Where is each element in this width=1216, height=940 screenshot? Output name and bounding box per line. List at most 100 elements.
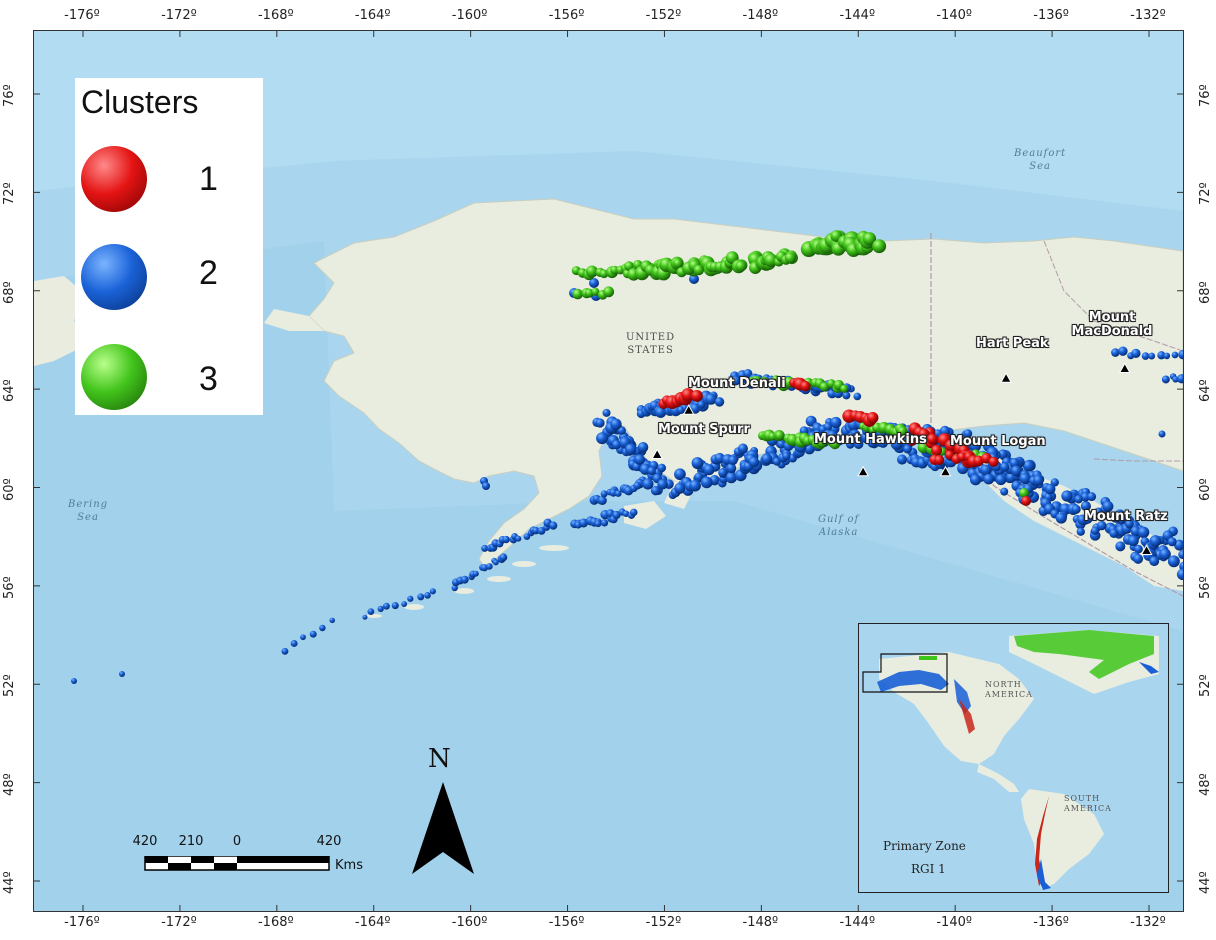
glacier-dot: [572, 288, 583, 300]
us-canada-border: [930, 233, 1183, 597]
glacier-dot: [673, 258, 683, 269]
glacier-dot: [629, 508, 638, 517]
glacier-dot: [842, 391, 851, 400]
legend-label-2: 2: [199, 254, 218, 292]
glacier-dot: [1149, 535, 1162, 547]
glacier-dot: [589, 278, 599, 288]
glacier-dot: [624, 443, 637, 456]
glacier-dot: [1176, 568, 1183, 581]
glacier-dot: [1010, 465, 1022, 477]
aleutian-islands: [366, 545, 569, 618]
glacier-dot: [1179, 561, 1183, 571]
glacier-dot: [862, 232, 877, 246]
glacier-dot: [481, 544, 489, 552]
lat-tick-left: 64º: [2, 379, 17, 403]
peak-marker: [939, 465, 952, 477]
glacier-dot: [1157, 351, 1166, 360]
glacier-dot: [906, 435, 918, 446]
glacier-dot: [735, 260, 747, 272]
glacier-dot: [853, 392, 862, 401]
lon-tick-top: -168º: [257, 8, 294, 23]
glacier-dot: [718, 468, 728, 478]
glacier-dot: [823, 422, 833, 431]
glacier-dot: [1097, 520, 1107, 531]
glacier-dot: [1171, 351, 1179, 359]
glacier-dot: [1178, 349, 1183, 360]
glacier-dot: [872, 239, 887, 254]
glacier-dot: [1148, 352, 1156, 360]
lat-tick-left: 60º: [2, 477, 17, 501]
glacier-dot: [944, 439, 957, 452]
glacier-dot: [1076, 527, 1085, 536]
glacier-dot: [1080, 500, 1091, 512]
glacier-dot: [492, 559, 499, 566]
lon-tick-bottom: -164º: [354, 915, 391, 930]
lon-tick-bottom: -160º: [451, 915, 488, 930]
glacier-dot: [988, 456, 999, 467]
glacier-dot: [1093, 507, 1103, 517]
glacier-dot: [1167, 537, 1177, 547]
glacier-dot: [674, 482, 686, 494]
peak-label-hawkins: Mount Hawkins: [814, 432, 927, 447]
seward-peninsula: [264, 309, 324, 331]
bering-sea-label: Bering Sea: [68, 499, 109, 523]
glacier-dot: [728, 455, 738, 465]
peak-label-hart: Hart Peak: [976, 336, 1049, 351]
glacier-dot: [594, 520, 602, 528]
glacier-dot: [799, 426, 809, 436]
lon-tick-bottom: -144º: [839, 915, 876, 930]
glacier-dot: [918, 428, 930, 441]
peak-marker: [1118, 362, 1131, 373]
inset-map[interactable]: NORTH AMERICA SOUTH AMERICA Primary Zone…: [858, 623, 1169, 893]
glacier-dot: [743, 369, 753, 379]
glacier-dot: [761, 379, 770, 388]
lon-tick-top: -156º: [548, 8, 585, 23]
glacier-dot: [1019, 488, 1029, 498]
glacier-dot: [1115, 541, 1126, 552]
glacier-dot: [290, 640, 298, 647]
glacier-dot: [600, 519, 609, 527]
lon-tick-bottom: -172º: [161, 915, 197, 930]
lat-tick-left: 52º: [2, 674, 17, 698]
gulf-of-alaska-label: Gulf of Alaska: [818, 514, 860, 538]
kodiak-island: [624, 501, 666, 529]
glacier-dot: [657, 478, 668, 490]
glacier-dot: [867, 437, 878, 448]
peak-marker: [682, 404, 695, 415]
glacier-dot: [1009, 457, 1020, 468]
glacier-dot: [460, 575, 469, 584]
cluster-legend: Clusters 1 2 3: [75, 78, 263, 415]
glacier-dot: [1137, 526, 1150, 539]
glacier-dot: [1158, 430, 1166, 438]
glacier-dot: [705, 393, 717, 405]
lon-tick-bottom: -140º: [936, 915, 972, 930]
inset-primary-zone-outline: [862, 653, 948, 693]
lon-tick-top: -152º: [645, 8, 682, 23]
glacier-dot: [1044, 483, 1056, 495]
glacier-dot: [309, 630, 317, 638]
glacier-dot: [579, 518, 589, 528]
glacier-dot: [602, 408, 611, 417]
peak-label-denali: Mount Denali: [688, 376, 786, 391]
glacier-dot: [1071, 504, 1081, 514]
legend-title: Clusters: [81, 84, 199, 120]
glacier-dot: [1124, 519, 1134, 529]
glacier-dot: [597, 496, 607, 505]
glacier-dot: [926, 433, 938, 445]
glacier-dot: [674, 468, 686, 481]
glacier-dot: [391, 601, 399, 610]
peak-label-ratz: Mount Ratz: [1084, 509, 1168, 524]
glacier-dot: [595, 418, 605, 428]
lon-tick-top: -176º: [64, 8, 100, 23]
glacier-dot: [830, 416, 842, 429]
glacier-dot: [1109, 528, 1119, 538]
glacier-dot: [1090, 526, 1100, 535]
lat-tick-left: 48º: [2, 772, 17, 796]
glacier-dot: [1022, 460, 1035, 472]
glacier-dot: [969, 440, 982, 452]
glacier-dot: [637, 441, 649, 453]
scale-bar: 420 210 0 420 Kms: [133, 834, 373, 876]
legend-label-3: 3: [199, 360, 218, 398]
lon-tick-top: -148º: [742, 8, 779, 23]
glacier-dot: [774, 430, 785, 441]
